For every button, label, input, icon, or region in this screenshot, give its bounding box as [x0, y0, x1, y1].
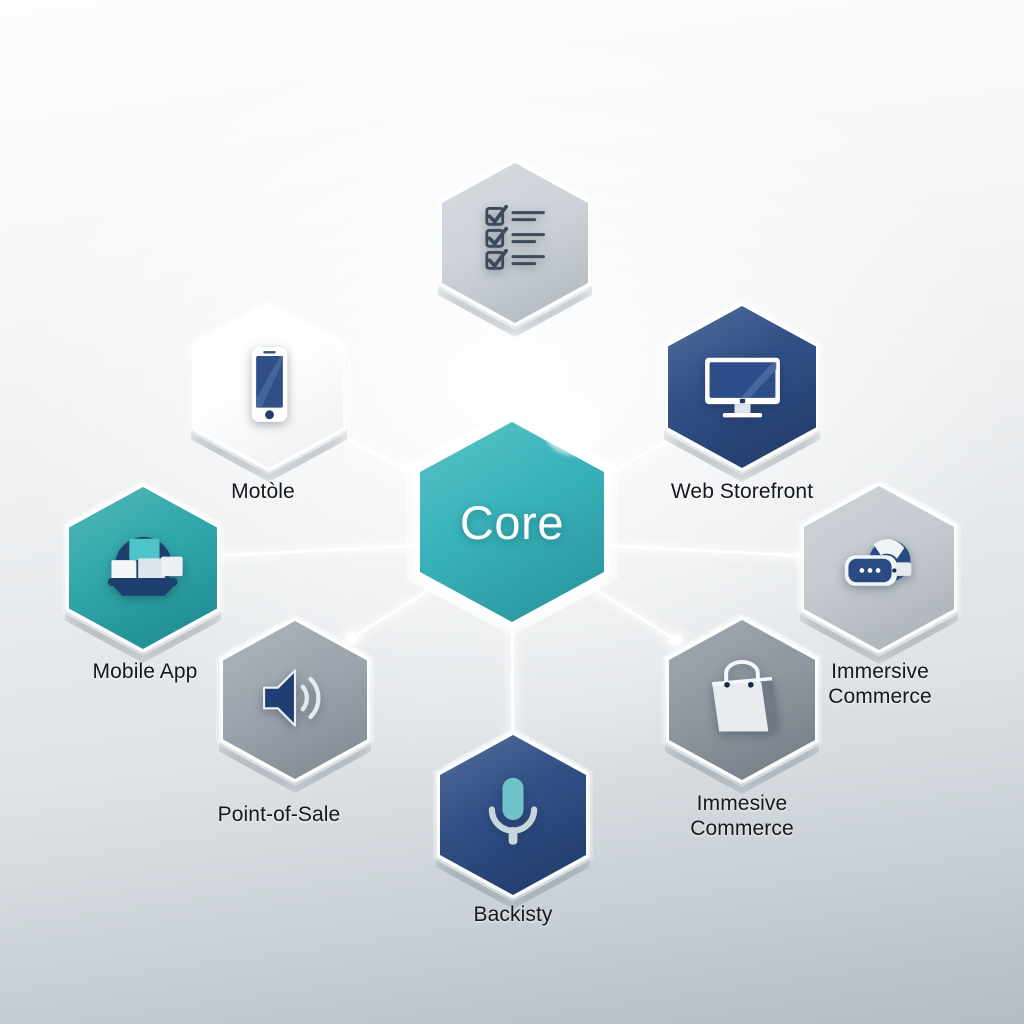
icon-monitor-icon — [698, 340, 787, 434]
icon-smartphone-icon — [225, 340, 314, 434]
icon-checklist-icon — [471, 197, 559, 290]
node-label-motole: Motòle — [231, 480, 295, 503]
connector-core-to-mobile-app — [212, 543, 430, 558]
node-mobile-app[interactable] — [62, 480, 224, 663]
node-label-point-of-sale: Point-of-Sale — [217, 803, 341, 826]
icon-microphone-icon — [469, 769, 557, 862]
connector-core-to-immersive-commerce — [594, 543, 808, 558]
icon-device-stack-icon — [99, 521, 188, 615]
vr-headset-icon — [844, 538, 912, 586]
node-core[interactable]: Core — [406, 394, 618, 636]
shopping-bag-icon — [712, 659, 778, 731]
connector-endpoint-dot-immesive-commerce — [670, 634, 682, 646]
speaker-icon — [262, 668, 321, 727]
icon-speaker-icon — [252, 655, 338, 746]
icon-shopping-bag-icon — [698, 654, 786, 747]
smartphone-icon — [251, 347, 287, 422]
node-immersive-commerce[interactable] — [797, 479, 961, 664]
node-label-backisty: Backisty — [473, 903, 553, 926]
node-backisty[interactable] — [433, 728, 593, 909]
node-checklist[interactable] — [435, 156, 595, 337]
microphone-icon — [488, 777, 538, 845]
node-motole[interactable] — [188, 299, 350, 482]
core-label: Core — [459, 495, 565, 549]
node-label-mobile-app: Mobile App — [92, 660, 198, 683]
node-label-immesive-commerce: Immesive Commerce — [690, 792, 794, 840]
node-label-web-storefront: Web Storefront — [670, 480, 814, 503]
device-stack-icon — [107, 537, 183, 596]
icon-vr-headset-icon — [834, 521, 924, 616]
connector-endpoint-dot-point-of-sale — [346, 632, 358, 644]
monitor-icon — [704, 357, 780, 418]
node-web-storefront[interactable] — [661, 299, 823, 482]
node-point-of-sale[interactable] — [216, 614, 374, 793]
core-accent-orb — [542, 394, 604, 456]
node-label-immersive-commerce: Immersive Commerce — [828, 660, 932, 708]
checklist-icon — [485, 204, 545, 270]
